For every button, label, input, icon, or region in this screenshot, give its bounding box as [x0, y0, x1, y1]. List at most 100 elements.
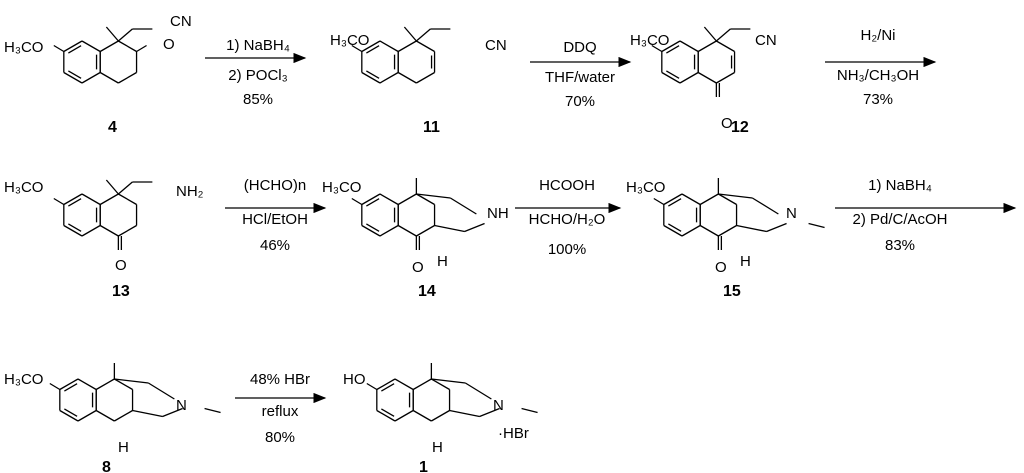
compound-4: H₃CO CN O 4 — [4, 13, 192, 136]
reaction-arrows — [205, 52, 1017, 404]
ring-bond — [679, 71, 699, 84]
ring-bond — [114, 378, 149, 384]
ring-bond — [118, 40, 137, 53]
ring-bond — [431, 409, 450, 422]
step-3-conditions: H₂/Ni NH₃/CH₃OH 73% — [837, 27, 919, 108]
methyl-bond — [703, 26, 717, 42]
ring-bond — [431, 378, 450, 391]
ring-bond — [464, 222, 485, 233]
step-5-conditions: HCOOH HCHO/H₂O 100% — [529, 177, 606, 258]
ring-bond — [718, 193, 753, 199]
compound-12: H₃CO CN O 12 — [630, 32, 777, 136]
ring-bond — [376, 409, 396, 422]
ring-bond — [465, 382, 492, 400]
ring-bond — [450, 197, 477, 215]
ether-bond — [351, 197, 363, 206]
ring-bond — [361, 193, 381, 206]
ring-bond — [81, 40, 101, 53]
ring-bond — [394, 378, 414, 391]
ring-bond — [379, 71, 399, 84]
ring-bond — [63, 40, 83, 53]
ring-bond — [99, 40, 119, 53]
step-2-conditions: DDQ THF/water 70% — [545, 39, 615, 110]
ring-bond — [118, 193, 137, 206]
ring-bond — [661, 40, 681, 53]
ring-bond — [699, 193, 719, 206]
ring-bond — [766, 222, 787, 233]
ring-bond — [379, 224, 399, 237]
ring-bond — [416, 224, 435, 237]
ring-bond — [114, 378, 133, 391]
reagent-above: H₂/Ni — [861, 27, 896, 44]
ring-bond — [718, 193, 737, 206]
n-methyl-bond — [808, 222, 825, 229]
double-bond — [68, 223, 82, 232]
ring-bond — [77, 409, 97, 422]
compound-11: H₃CO CN 11 — [330, 32, 507, 136]
double-bond — [366, 70, 380, 79]
compound-label: 1 — [419, 459, 428, 473]
ring-bond — [397, 40, 417, 53]
substituent-methoxy: H₃CO — [330, 32, 369, 49]
ring-bond — [661, 71, 681, 84]
ring-bond — [361, 71, 381, 84]
reagent-below: NH₃/CH₃OH — [837, 67, 919, 84]
substituent-ketone: O — [412, 259, 424, 276]
double-bond — [68, 70, 82, 79]
methyl-bond — [105, 26, 119, 42]
carbonyl-bond — [136, 44, 147, 53]
reagent-below: THF/water — [545, 69, 615, 86]
ring-bond — [736, 224, 767, 233]
ring-bond — [663, 193, 683, 206]
ring-bond — [431, 378, 466, 384]
double-bond — [64, 408, 78, 417]
double-bond — [666, 70, 680, 79]
ring-bond — [394, 409, 414, 422]
substituent-nitrile: CN — [170, 13, 192, 30]
ring-bond — [99, 193, 119, 206]
ring-bond — [99, 224, 119, 237]
ring-bond — [412, 409, 432, 422]
yield: 73% — [863, 91, 893, 108]
ring-bond — [718, 224, 737, 237]
compound-14: H₃CO NH O H 14 — [322, 179, 509, 300]
compound-8: H₃CO N H 8 — [4, 371, 187, 473]
double-bond — [366, 45, 380, 54]
substituent-ketone: O — [115, 257, 127, 274]
ring-bond — [99, 71, 119, 84]
yield: 85% — [243, 91, 273, 108]
ring-bond — [416, 71, 435, 84]
ring-bond — [412, 378, 432, 391]
substituent-h: H — [432, 439, 443, 456]
n-methyl-bond — [521, 407, 538, 414]
ring-bond — [479, 407, 500, 418]
substituent-n: N — [176, 397, 187, 414]
ether-bond — [366, 382, 378, 391]
substituent-ketone: O — [715, 259, 727, 276]
compound-1: HO N H ·HBr 1 — [343, 371, 529, 473]
double-bond — [666, 45, 680, 54]
ether-bond — [653, 197, 665, 206]
ring-bond — [361, 40, 381, 53]
ring-bond — [416, 193, 435, 206]
yield: 46% — [260, 237, 290, 254]
side-chain-bond — [415, 28, 431, 42]
double-bond — [64, 383, 78, 392]
ring-bond — [148, 382, 175, 400]
double-bond — [381, 383, 395, 392]
double-bond — [381, 408, 395, 417]
double-bond — [366, 198, 380, 207]
side-chain-bond — [117, 181, 133, 195]
ring-bond — [697, 40, 717, 53]
substituent-n: N — [493, 397, 504, 414]
ring-bond — [379, 40, 399, 53]
ring-bond — [697, 71, 717, 84]
substituent-methoxy: H₃CO — [626, 179, 665, 196]
substituent-ketone: O — [163, 36, 175, 53]
compound-label: 12 — [731, 119, 749, 136]
compound-label: 11 — [423, 119, 440, 136]
ether-bond — [351, 44, 363, 53]
substituent-nitrile: CN — [485, 37, 507, 54]
side-chain-bond — [715, 28, 731, 42]
